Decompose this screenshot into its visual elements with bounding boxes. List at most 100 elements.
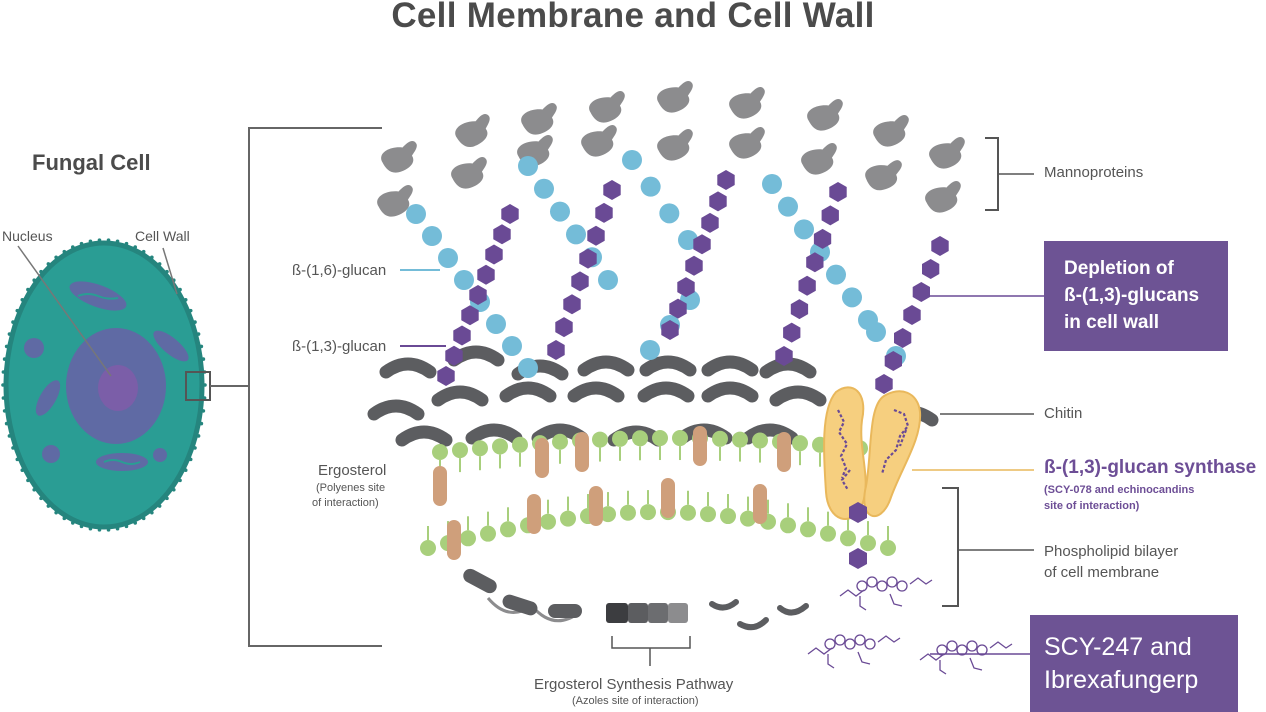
molecule-ring bbox=[976, 644, 988, 656]
lipid-head bbox=[460, 530, 476, 547]
depletion-line-2: ß-(1,3)-glucans bbox=[1064, 285, 1200, 306]
chitin-segment bbox=[769, 385, 827, 407]
glucan16-bead bbox=[842, 287, 862, 308]
lipid-head bbox=[452, 442, 468, 459]
lipid-head bbox=[720, 508, 736, 525]
chitin-segment bbox=[567, 381, 625, 403]
bilayer-label-2: of cell membrane bbox=[1044, 564, 1160, 581]
glucan16-bead bbox=[659, 203, 680, 224]
mannoprotein bbox=[922, 179, 968, 217]
lipid-head bbox=[780, 517, 796, 534]
glucan16-bead bbox=[534, 178, 554, 199]
ergosterol-molecule bbox=[535, 438, 549, 478]
ergosterol-molecule bbox=[777, 432, 791, 472]
synthase-label: ß-(1,3)-glucan synthase bbox=[1044, 457, 1257, 478]
zoom-bracket bbox=[210, 127, 382, 647]
glucan13-unit bbox=[922, 259, 940, 279]
lipid-head bbox=[600, 506, 616, 523]
lipid-head bbox=[480, 525, 496, 542]
glucan13-unit bbox=[685, 255, 703, 276]
mannoprotein bbox=[870, 113, 916, 151]
drug-molecules bbox=[807, 576, 1013, 675]
drug-line-2: Ibrexafungerp bbox=[1044, 666, 1199, 694]
lipid-head bbox=[820, 525, 836, 542]
glucan13-unit bbox=[894, 328, 912, 348]
glucan16-bead bbox=[406, 204, 426, 224]
mannoprotein bbox=[798, 141, 844, 179]
glucan13-unit bbox=[563, 294, 581, 315]
glucan16-bead bbox=[762, 174, 782, 194]
fungal-cell-heading: Fungal Cell bbox=[32, 150, 151, 175]
lipid-head bbox=[732, 431, 748, 448]
glucan13-unit bbox=[461, 305, 479, 326]
glucan13-unit bbox=[493, 224, 511, 245]
lipid-head bbox=[432, 444, 448, 460]
glucan13-chains bbox=[437, 170, 949, 394]
glucan13-unit bbox=[790, 299, 809, 320]
lipid-head bbox=[492, 438, 508, 455]
glucan16-bead bbox=[866, 322, 886, 342]
ergosterol-molecule bbox=[753, 484, 767, 524]
glucan13-unit bbox=[469, 285, 487, 305]
lipid-head bbox=[840, 530, 856, 547]
chitin-segment bbox=[639, 355, 697, 377]
mannoprotein bbox=[804, 97, 850, 135]
chitin-segment bbox=[367, 399, 425, 421]
pathway-note: (Azoles site of interaction) bbox=[572, 695, 699, 707]
glucan13-label: ß-(1,3)-glucan bbox=[292, 338, 387, 355]
glucan16-bead bbox=[678, 230, 698, 250]
glucan13-unit bbox=[555, 317, 573, 338]
lipid-head bbox=[752, 432, 768, 449]
glucan16-bead bbox=[438, 248, 458, 268]
lipid-head bbox=[860, 535, 876, 552]
lipid-head bbox=[680, 504, 696, 521]
drug-molecule bbox=[839, 576, 933, 611]
glucan16-bead bbox=[640, 340, 660, 360]
chitin-segment bbox=[431, 385, 489, 407]
mannoprotein bbox=[926, 135, 972, 173]
glucan13-unit bbox=[693, 234, 711, 255]
molecule-ring bbox=[896, 580, 908, 592]
glucan13-unit bbox=[603, 180, 621, 200]
pathway-label: Ergosterol Synthesis Pathway bbox=[534, 676, 734, 693]
chitin-label: Chitin bbox=[1044, 405, 1083, 422]
glucan13-unit bbox=[806, 252, 824, 273]
chitin-segment bbox=[395, 425, 453, 447]
molecule-ring bbox=[876, 580, 888, 592]
lipid-head bbox=[560, 510, 576, 527]
glucan13-unit bbox=[669, 298, 687, 319]
mannoproteins-label: Mannoproteins bbox=[1044, 164, 1144, 181]
glucan16-chains bbox=[406, 150, 906, 378]
ergosterol-molecule bbox=[433, 466, 447, 506]
lipid-head bbox=[472, 440, 488, 457]
lipid-head bbox=[652, 430, 668, 447]
glucan13-unit bbox=[829, 182, 847, 202]
chitin-segment bbox=[499, 381, 557, 403]
drug-callout: SCY-247 and Ibrexafungerp bbox=[1030, 615, 1238, 712]
lipid-head bbox=[592, 431, 608, 448]
molecule-bonds bbox=[839, 577, 933, 611]
glucan13-unit bbox=[884, 351, 902, 371]
lipid-head bbox=[612, 430, 628, 447]
ergosterol-molecule bbox=[575, 432, 589, 472]
glucan13-unit bbox=[547, 340, 565, 360]
mannoprotein bbox=[863, 159, 908, 194]
glucan13-unit bbox=[709, 191, 727, 212]
lipid-head bbox=[620, 504, 636, 521]
glucan13-unit bbox=[717, 170, 735, 190]
glucan13-unit bbox=[912, 282, 930, 302]
mannoprotein bbox=[726, 85, 772, 123]
molecule-ring bbox=[834, 634, 846, 646]
glucan13-unit bbox=[595, 202, 613, 223]
chitin-segment bbox=[379, 357, 437, 379]
molecule-ring bbox=[966, 640, 978, 652]
glucan13-unit bbox=[477, 264, 495, 285]
molecule-ring bbox=[886, 576, 898, 588]
glucan13-unit bbox=[587, 225, 605, 246]
glucan13-unit bbox=[579, 248, 597, 269]
ergosterol-molecule bbox=[589, 486, 603, 526]
chitin-segment bbox=[701, 355, 759, 377]
molecule-ring bbox=[956, 644, 968, 656]
molecule-ring bbox=[854, 634, 866, 646]
